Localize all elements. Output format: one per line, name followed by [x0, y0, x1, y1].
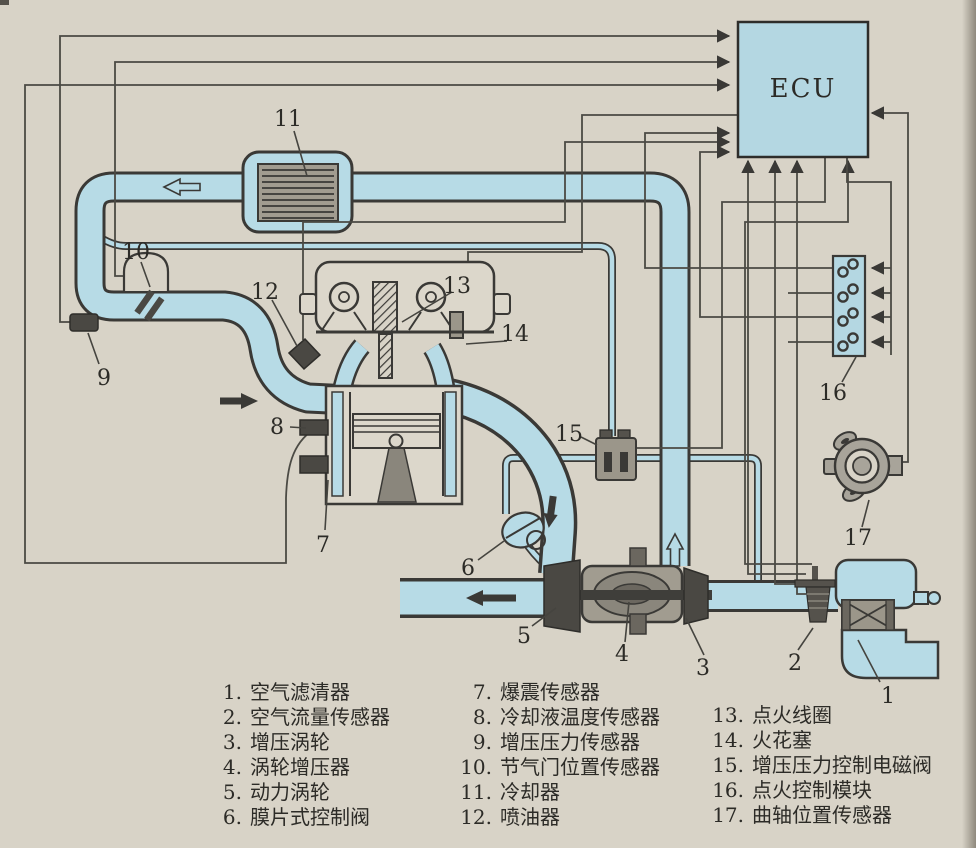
legend-item-13: 13.点火线圈 [712, 703, 832, 727]
camshaft-left [328, 281, 360, 313]
wire-injector [302, 135, 731, 340]
page-edge-shadow [962, 0, 976, 848]
wire-ignition-module-1 [644, 126, 833, 269]
callout-13: 13 [443, 274, 471, 299]
callout-10: 10 [122, 240, 150, 265]
crankshaft-position-sensor [823, 431, 903, 502]
filter-element [841, 599, 895, 631]
legend-column-1: 1.空气滤清器 2.空气流量传感器 3.增压涡轮 4.涡轮增压器 5.动力涡轮 … [196, 680, 446, 830]
flow-arrows [162, 177, 685, 606]
legend-item-2: 2.空气流量传感器 [222, 705, 390, 729]
throttle-body [69, 251, 170, 332]
legend-item-6: 6.膜片式控制阀 [222, 805, 370, 829]
flow-arrow-down-icon [543, 495, 558, 528]
callout-4: 4 [615, 642, 629, 667]
legend-item-14: 14.火花塞 [712, 728, 812, 752]
wire-airflow-4 [790, 159, 806, 595]
callout-14: 14 [501, 322, 529, 347]
legend-item-4: 4.涡轮增压器 [222, 755, 350, 779]
spark-plug [449, 311, 464, 339]
callout-16: 16 [819, 381, 847, 406]
callout-11: 11 [274, 107, 302, 132]
callout-numbers: 1 2 3 4 5 6 7 8 9 10 11 12 13 14 15 16 1… [97, 107, 895, 709]
legend-item-3: 3.增压涡轮 [222, 730, 330, 754]
callout-leaders [87, 130, 881, 683]
legend: 1.空气滤清器 2.空气流量传感器 3.增压涡轮 4.涡轮增压器 5.动力涡轮 … [196, 680, 966, 830]
boost-pressure-sensor [69, 313, 99, 332]
ignition-coil [372, 281, 398, 333]
legend-item-5: 5.动力涡轮 [222, 780, 330, 804]
knock-sensor [299, 455, 329, 474]
callout-5: 5 [517, 624, 531, 649]
legend-column-2: 7.爆震传感器 8.冷却液温度传感器 9.增压压力传感器 10.节气门位置传感器… [446, 680, 698, 830]
legend-item-17: 17.曲轴位置传感器 [712, 803, 892, 827]
wire-solenoid-control [636, 157, 826, 449]
turbo-shaft [556, 590, 712, 600]
turbocharger [543, 547, 712, 635]
camshaft-right [415, 281, 447, 313]
ecu-box: ECU [736, 20, 870, 159]
legend-item-10: 10.节气门位置传感器 [460, 755, 660, 779]
wire-coolant-knock-sensors [24, 78, 731, 564]
wire-ignition-coil [467, 114, 738, 262]
air-filter [834, 558, 941, 680]
legend-item-9: 9.增压压力传感器 [472, 730, 640, 754]
callout-2: 2 [788, 651, 802, 676]
legend-column-3: 13.点火线圈 14.火花塞 15.增压压力控制电磁阀 16.点火控制模块 17… [698, 703, 958, 830]
callout-8: 8 [270, 415, 284, 440]
callout-15: 15 [555, 422, 583, 447]
fuel-injector [287, 337, 322, 371]
scan-corner-artifact [0, 0, 9, 5]
wiring-harness [24, 29, 909, 595]
intercooler [241, 150, 354, 234]
wire-airflow-1 [744, 159, 855, 565]
legend-item-15: 15.增压压力控制电磁阀 [712, 753, 932, 777]
ecu-label: ECU [770, 74, 837, 104]
flow-arrow-right-icon [220, 393, 258, 409]
callout-17: 17 [844, 526, 872, 551]
legend-item-1: 1.空气滤清器 [222, 680, 350, 704]
throttle-position-sensor [134, 289, 165, 322]
power-turbine [543, 559, 581, 633]
boost-turbine [683, 566, 709, 625]
callout-7: 7 [316, 533, 330, 558]
legend-item-8: 8.冷却液温度传感器 [472, 705, 660, 729]
callout-6: 6 [461, 556, 475, 581]
callout-1: 1 [881, 684, 895, 709]
diaphragm-control-valve [501, 511, 546, 550]
wire-boost-pressure-sensor [59, 29, 731, 323]
callout-9: 9 [97, 366, 111, 391]
engine-assembly [287, 260, 511, 506]
wire-crank-sensor [870, 106, 909, 463]
wire-airflow-2 [741, 159, 806, 575]
wire-airflow-3 [768, 159, 806, 585]
legend-item-11: 11.冷却器 [460, 780, 560, 804]
wire-ignition-module-2 [699, 145, 833, 318]
boost-control-solenoid [595, 429, 637, 481]
legend-item-7: 7.爆震传感器 [472, 680, 600, 704]
callout-12: 12 [251, 280, 279, 305]
flow-arrow-exhaust-left-icon [466, 590, 516, 606]
airflow-sensor [794, 566, 836, 623]
flow-arrow-left-icon [162, 177, 201, 197]
legend-item-12: 12.喷油器 [460, 805, 560, 829]
callout-3: 3 [696, 656, 710, 681]
cylinder-head [299, 260, 511, 339]
ignition-control-module [831, 254, 867, 358]
legend-item-16: 16.点火控制模块 [712, 778, 872, 802]
vacuum-hoses [98, 234, 762, 582]
cylinder-block [324, 384, 464, 506]
